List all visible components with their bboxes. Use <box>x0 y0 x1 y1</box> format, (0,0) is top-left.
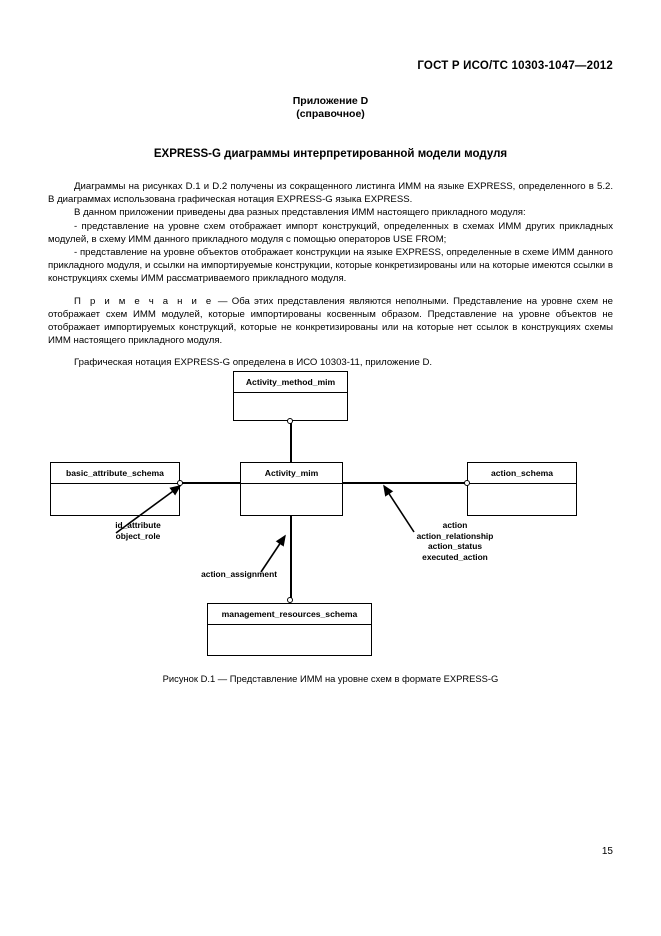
paragraph-2: В данном приложении приведены два разных… <box>74 207 526 219</box>
appendix-title: Приложение D <box>292 95 369 107</box>
paragraph-4: - представление на уровне объектов отобр… <box>48 247 613 285</box>
diagram-label-right-line1: action <box>442 520 468 530</box>
diagram-box-action-schema: action_schema <box>467 462 577 516</box>
diagram-label-left-line2: object_role <box>115 530 161 541</box>
connector-node-top <box>287 418 293 424</box>
note-text: Оба этих представления являются неполным… <box>48 295 614 347</box>
note-paragraph: П р и м е ч а н и е — Оба этих представл… <box>48 295 613 348</box>
diagram-box-title: action_schema <box>468 463 576 484</box>
diagram-box-management-resources-schema: management_resources_schema <box>207 603 372 656</box>
appendix-subtitle: (справочное) <box>296 108 365 120</box>
connector-horizontal-left <box>180 482 240 484</box>
note-dash: — <box>213 295 232 307</box>
diagram-box-activity-mim: Activity_mim <box>240 462 343 516</box>
diagram-label-center: action_assignment <box>201 569 277 579</box>
leader-arrow-center <box>260 534 286 573</box>
connector-horizontal-right <box>343 482 467 484</box>
diagram-label-right: action action_relationship action_status… <box>390 520 520 562</box>
diagram-label-left-line1: id_attribute <box>115 520 161 530</box>
express-g-diagram: Activity_method_mim basic_attribute_sche… <box>0 360 661 680</box>
leader-arrow-left <box>115 485 182 534</box>
leader-arrow-right <box>383 484 415 533</box>
diagram-box-title: management_resources_schema <box>208 604 371 625</box>
diagram-label-right-line3: action_status <box>428 541 482 551</box>
connector-vertical-bottom <box>290 516 292 600</box>
paragraph-3: - представление на уровне схем отображае… <box>48 220 613 245</box>
diagram-label-left: id_attribute object_role <box>98 520 178 541</box>
document-header-standard-number: ГОСТ Р ИСО/ТС 10303-1047—2012 <box>417 60 613 72</box>
diagram-label-right-line4: executed_action <box>422 551 488 562</box>
connector-vertical-top <box>290 423 292 471</box>
diagram-box-title: Activity_mim <box>241 463 342 484</box>
appendix-heading: Приложение D (справочное) <box>0 95 661 121</box>
figure-caption: Рисунок D.1 — Представление ИММ на уровн… <box>162 673 499 684</box>
connector-node-bottom <box>287 597 293 603</box>
section-title: EXPRESS-G диаграммы интерпретированной м… <box>153 148 508 160</box>
body-text-block: Диаграммы на рисунках D.1 и D.2 получены… <box>48 180 613 370</box>
diagram-box-title: basic_attribute_schema <box>51 463 179 484</box>
note-label: П р и м е ч а н и е <box>74 295 214 307</box>
paragraph-1: Диаграммы на рисунках D.1 и D.2 получены… <box>48 181 613 206</box>
diagram-box-basic-attribute-schema: basic_attribute_schema <box>50 462 180 516</box>
diagram-box-title: Activity_method_mim <box>234 372 347 393</box>
page-number: 15 <box>601 846 613 857</box>
paragraph-5: Графическая нотация EXPRESS-G определена… <box>74 357 433 369</box>
connector-node-right <box>464 480 470 486</box>
diagram-box-activity-method-mim: Activity_method_mim <box>233 371 348 421</box>
diagram-label-right-line2: action_relationship <box>416 530 494 541</box>
